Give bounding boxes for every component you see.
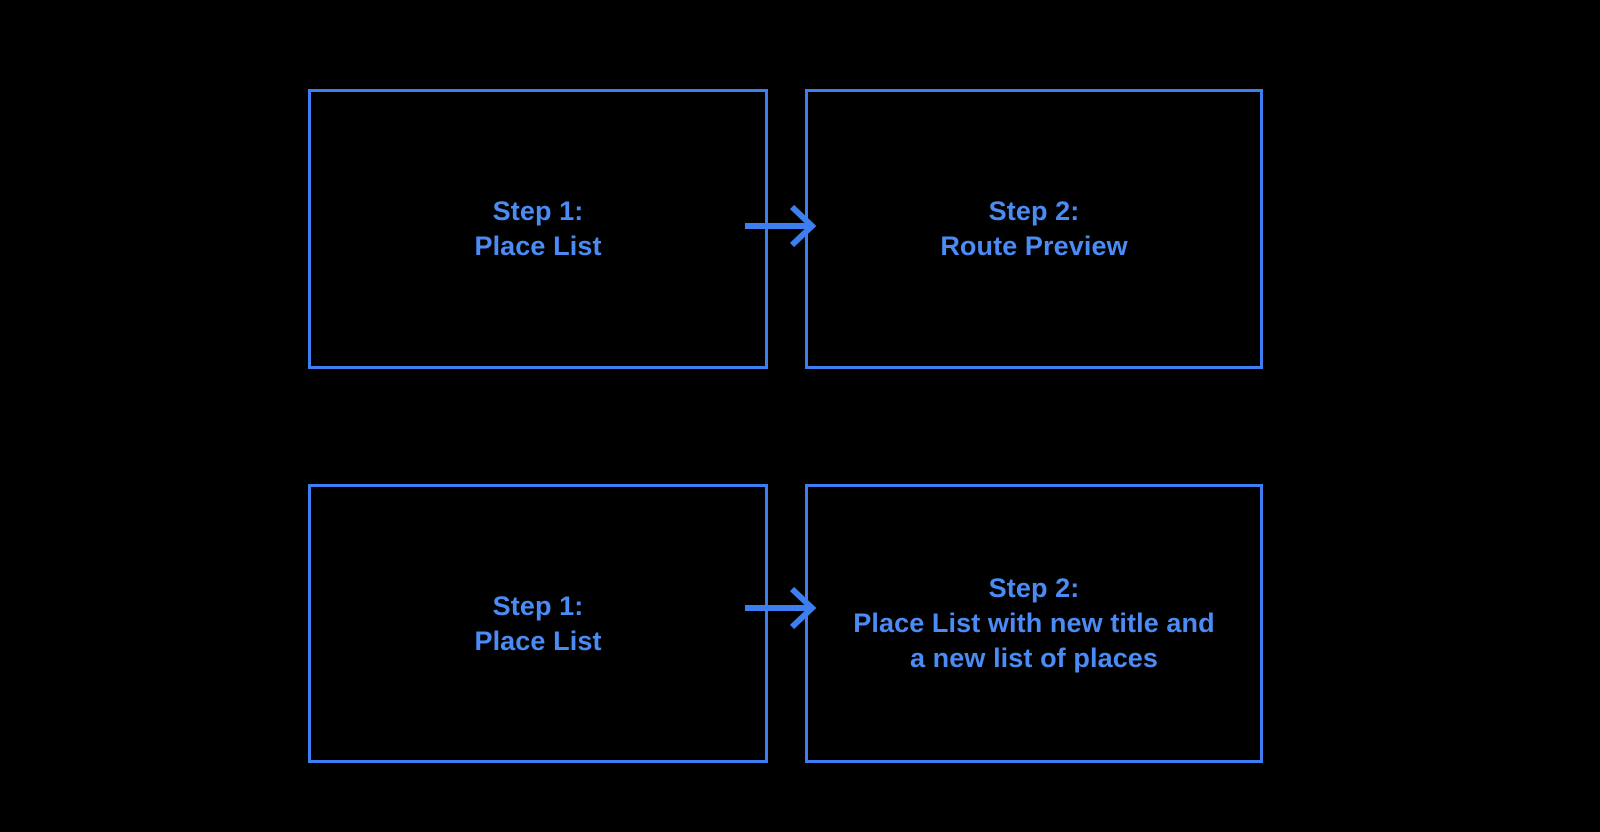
flow-node-label: Step 1: Place List [474,590,602,656]
flow-node-step1-place-list-row1[interactable]: Step 1: Place List [308,89,768,369]
flow-node-step2-new-place-list[interactable]: Step 2: Place List with new title and a … [805,484,1263,763]
flow-node-label: Step 2: Place List with new title and a … [853,573,1215,673]
flow-node-step2-route-preview[interactable]: Step 2: Route Preview [805,89,1263,369]
flow-node-label: Step 2: Route Preview [940,196,1128,261]
flow-node-step1-place-list-row2[interactable]: Step 1: Place List [308,484,768,763]
flow-node-label: Step 1: Place List [474,196,602,261]
